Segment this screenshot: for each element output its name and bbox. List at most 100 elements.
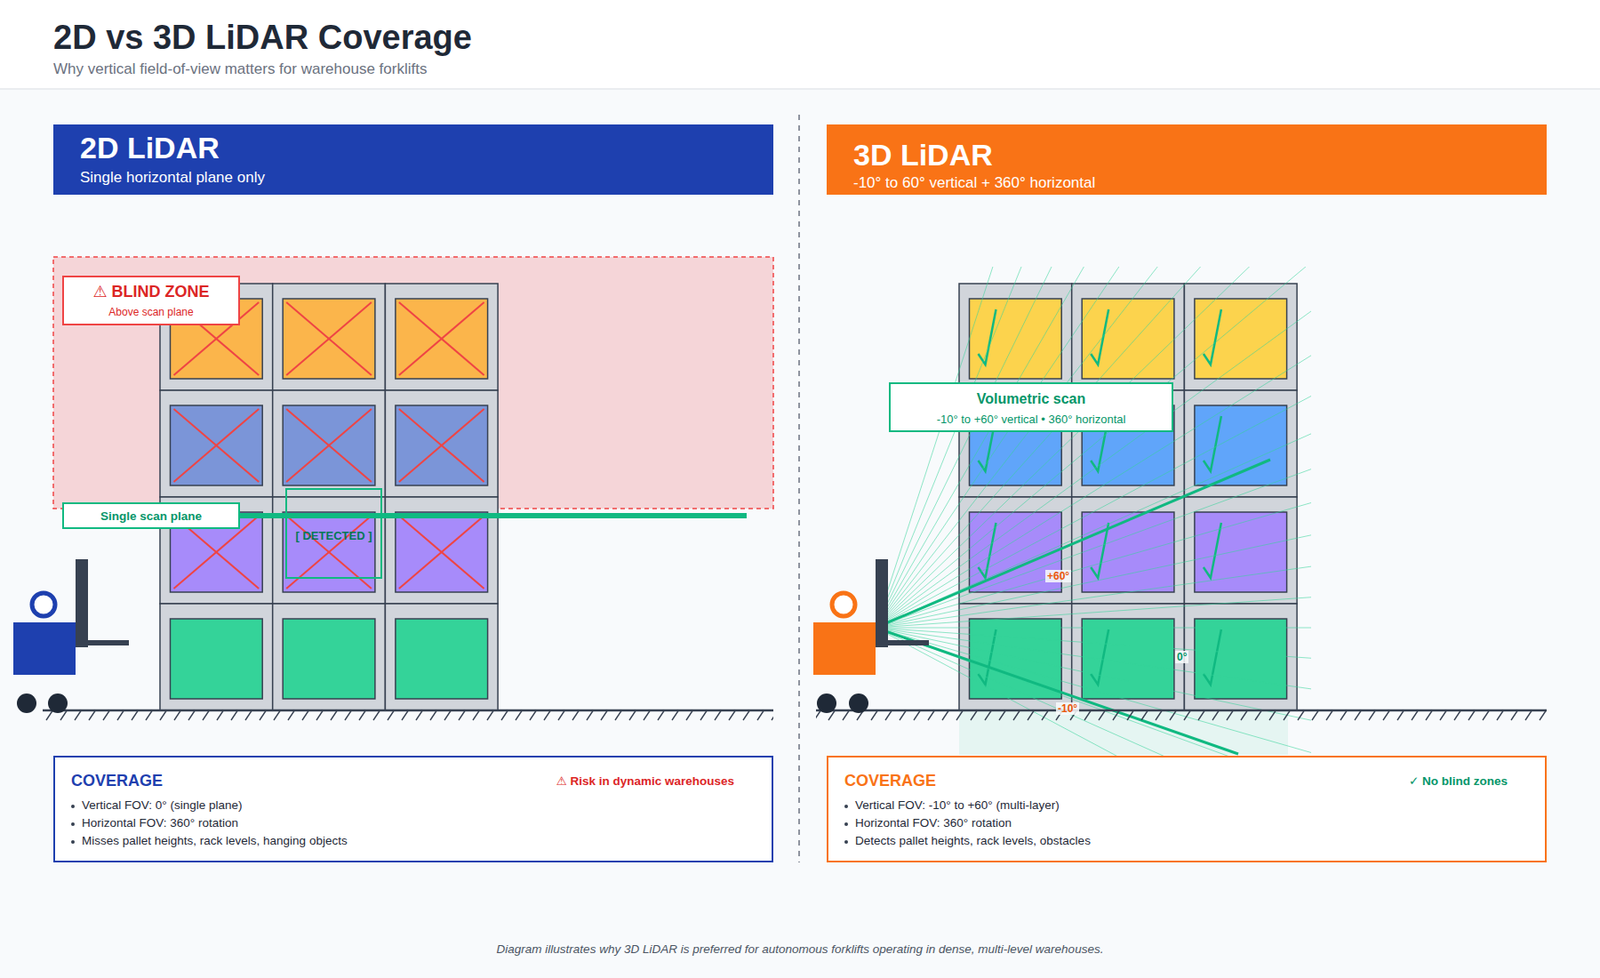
x-mark <box>174 408 260 482</box>
scan-ray <box>875 627 1312 756</box>
header-bg <box>0 0 1600 89</box>
pallet-box <box>1194 512 1288 592</box>
scan-ray <box>875 266 1312 628</box>
bullet-item: Vertical FOV: 0° (single plane) <box>81 798 242 813</box>
x-mark <box>286 408 372 482</box>
pallet-box <box>282 298 376 379</box>
coverage-heading: COVERAGE <box>71 771 163 792</box>
pallet-box <box>282 618 376 699</box>
scan-ray <box>875 266 1188 628</box>
x-mark <box>399 408 485 482</box>
rack-cell <box>384 603 498 711</box>
bullet-dot <box>71 804 75 808</box>
forklift-2d <box>13 559 129 713</box>
rack-cell <box>160 390 273 497</box>
rack-cell <box>1184 603 1297 711</box>
rack-cell <box>1072 603 1185 711</box>
header-band: 2D LiDARSingle horizontal plane only <box>53 124 774 195</box>
scan-ray <box>875 266 1232 628</box>
angle-label: 0° <box>1175 650 1189 664</box>
pallet-box <box>395 618 488 699</box>
scan-ray <box>875 266 1312 628</box>
pallet-box <box>282 405 376 486</box>
x-mark <box>286 408 372 482</box>
rack-cell <box>384 283 498 391</box>
callout-body: Above scan plane <box>64 305 239 319</box>
rack-cell <box>272 603 386 711</box>
rack-cell <box>959 283 1072 391</box>
scan-ray <box>875 266 1312 628</box>
rack-cell <box>1184 390 1297 497</box>
band-title: 2D LiDAR <box>80 129 220 167</box>
caption: Diagram illustrates why 3D LiDAR is pref… <box>0 942 1600 957</box>
scan-ray <box>875 266 1312 628</box>
scan-ray <box>875 627 1312 756</box>
x-mark <box>399 302 485 376</box>
bullet-item: Misses pallet heights, rack levels, hang… <box>81 833 348 848</box>
callout-title: ⚠ BLIND ZONE <box>64 282 239 303</box>
ground-line <box>816 709 1547 712</box>
ground-hatch <box>816 711 1547 722</box>
scan-ray <box>875 627 1312 756</box>
bullet-dot <box>71 840 75 844</box>
status-note: ⚠ Risk in dynamic warehouses <box>556 774 735 789</box>
divider <box>798 114 800 863</box>
detect-label: [ DETECTED ] <box>287 528 381 544</box>
x-mark <box>174 408 260 482</box>
detect-box: [ DETECTED ] <box>285 488 383 579</box>
pallet-box <box>395 298 488 379</box>
header-band: 3D LiDAR-10° to 60° vertical + 360° hori… <box>826 124 1547 195</box>
bullet-dot <box>844 840 848 844</box>
subtitle: Why vertical field-of-view matters for w… <box>53 60 427 79</box>
rack-cell <box>1072 283 1185 391</box>
x-mark <box>399 302 485 376</box>
scan-ray <box>875 627 1312 756</box>
check-mark <box>1203 309 1222 365</box>
coverage-heading: COVERAGE <box>844 771 936 792</box>
ray-fan <box>875 266 1312 756</box>
rack-2d <box>160 283 498 711</box>
check-mark <box>978 522 997 578</box>
bullet-dot <box>844 822 848 826</box>
band-subtitle: -10° to 60° vertical + 360° horizontal <box>853 174 1096 192</box>
status-note: ✓ No blind zones <box>1408 774 1508 789</box>
rack-cell <box>272 283 386 391</box>
rack-cell <box>384 390 498 497</box>
blind-zone-region <box>53 256 774 509</box>
bullet-item: Horizontal FOV: 360° rotation <box>855 816 1012 831</box>
x-mark <box>399 408 485 482</box>
scan-ray <box>875 384 1312 628</box>
bullet-item: Vertical FOV: -10° to +60° (multi-layer) <box>855 798 1060 813</box>
scan-ray <box>875 293 1312 628</box>
callout-box: ⚠ BLIND ZONE Above scan plane <box>62 275 240 326</box>
check-mark <box>1090 309 1109 365</box>
pallet-box <box>969 298 1063 379</box>
ground-hatch <box>42 711 774 722</box>
rack-cell <box>1184 283 1297 391</box>
bullet-dot <box>844 804 848 808</box>
x-mark <box>286 302 372 376</box>
scan-ray <box>875 480 1312 628</box>
ray-lower <box>875 627 1239 754</box>
pallet-box <box>170 405 264 486</box>
scan-ray <box>875 266 1312 628</box>
check-mark <box>1203 416 1222 472</box>
coverage-box: COVERAGE ✓ No blind zonesVertical FOV: -1… <box>826 755 1547 863</box>
angle-label: -10° <box>1056 702 1080 715</box>
bullet-item: Horizontal FOV: 360° rotation <box>81 816 239 831</box>
angle-label: +60° <box>1045 569 1072 583</box>
coverage-box: COVERAGE ⚠ Risk in dynamic warehousesVert… <box>53 755 774 863</box>
rack-cell <box>160 603 273 711</box>
scan-ray <box>875 627 1312 756</box>
band-subtitle: Single horizontal plane only <box>80 168 265 187</box>
callout-box: Volumetric scan-10° to +60° vertical • 3… <box>888 382 1174 432</box>
scan-ray <box>875 577 1312 628</box>
pallet-box <box>282 512 376 592</box>
pallet-box <box>395 512 488 592</box>
scan-ray <box>875 266 1143 628</box>
check-mark <box>978 629 997 685</box>
scan-ray <box>875 627 1312 629</box>
pallet-box <box>170 618 264 699</box>
scan-ray <box>875 266 1312 628</box>
x-mark <box>399 515 485 589</box>
